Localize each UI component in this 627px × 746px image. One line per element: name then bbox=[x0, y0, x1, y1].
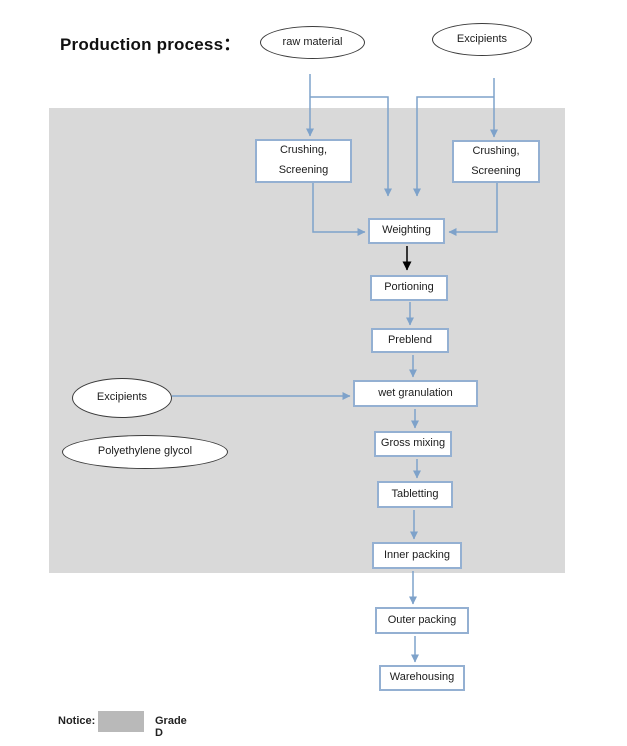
page-title: Production process： bbox=[60, 35, 241, 54]
grade-d-swatch bbox=[98, 711, 144, 732]
box-tabletting: Tabletting bbox=[377, 481, 453, 508]
ellipse-polyethylene-glycol-label: Polyethylene glycol bbox=[97, 445, 193, 458]
box-inner-packing: Inner packing bbox=[372, 542, 462, 569]
box-portioning-label: Portioning bbox=[384, 281, 434, 294]
ellipse-excipients-top: Excipients bbox=[432, 23, 532, 56]
box-gross-mixing-label: Gross mixing bbox=[380, 437, 446, 450]
box-preblend-label: Preblend bbox=[387, 333, 433, 346]
box-warehousing: Warehousing bbox=[379, 665, 465, 691]
box-weighting-label: Weighting bbox=[382, 224, 431, 237]
box-outer-packing: Outer packing bbox=[375, 607, 469, 634]
box-crushing-right-line2: Screening bbox=[471, 164, 521, 177]
box-tabletting-label: Tabletting bbox=[391, 487, 439, 500]
box-gross-mixing: Gross mixing bbox=[374, 431, 452, 457]
box-weighting: Weighting bbox=[368, 218, 445, 244]
grade-d-label: Grade D bbox=[155, 715, 187, 739]
ellipse-excipients-left-label: Excipients bbox=[96, 391, 148, 404]
box-crushing-screening-left: Crushing, Screening bbox=[255, 139, 352, 183]
box-portioning: Portioning bbox=[370, 275, 448, 301]
ellipse-excipients-left: Excipients bbox=[72, 378, 172, 418]
box-inner-packing-label: Inner packing bbox=[383, 548, 451, 561]
box-crushing-left-line2: Screening bbox=[278, 164, 329, 176]
box-warehousing-label: Warehousing bbox=[389, 671, 455, 684]
ellipse-raw-material-label: raw material bbox=[282, 35, 343, 48]
box-preblend: Preblend bbox=[371, 328, 449, 353]
box-wet-granulation-label: wet granulation bbox=[378, 386, 453, 399]
notice-label: Notice: bbox=[58, 715, 96, 727]
ellipse-excipients-top-label: Excipients bbox=[456, 32, 508, 45]
box-crushing-left-line1: Crushing, bbox=[279, 144, 328, 157]
ellipse-raw-material: raw material bbox=[260, 26, 365, 59]
ellipse-polyethylene-glycol: Polyethylene glycol bbox=[62, 435, 228, 469]
box-crushing-screening-right: Crushing, Screening bbox=[452, 140, 540, 183]
box-outer-packing-label: Outer packing bbox=[387, 613, 457, 626]
box-crushing-right-line1: Crushing, bbox=[472, 144, 520, 157]
box-wet-granulation: wet granulation bbox=[353, 380, 478, 407]
